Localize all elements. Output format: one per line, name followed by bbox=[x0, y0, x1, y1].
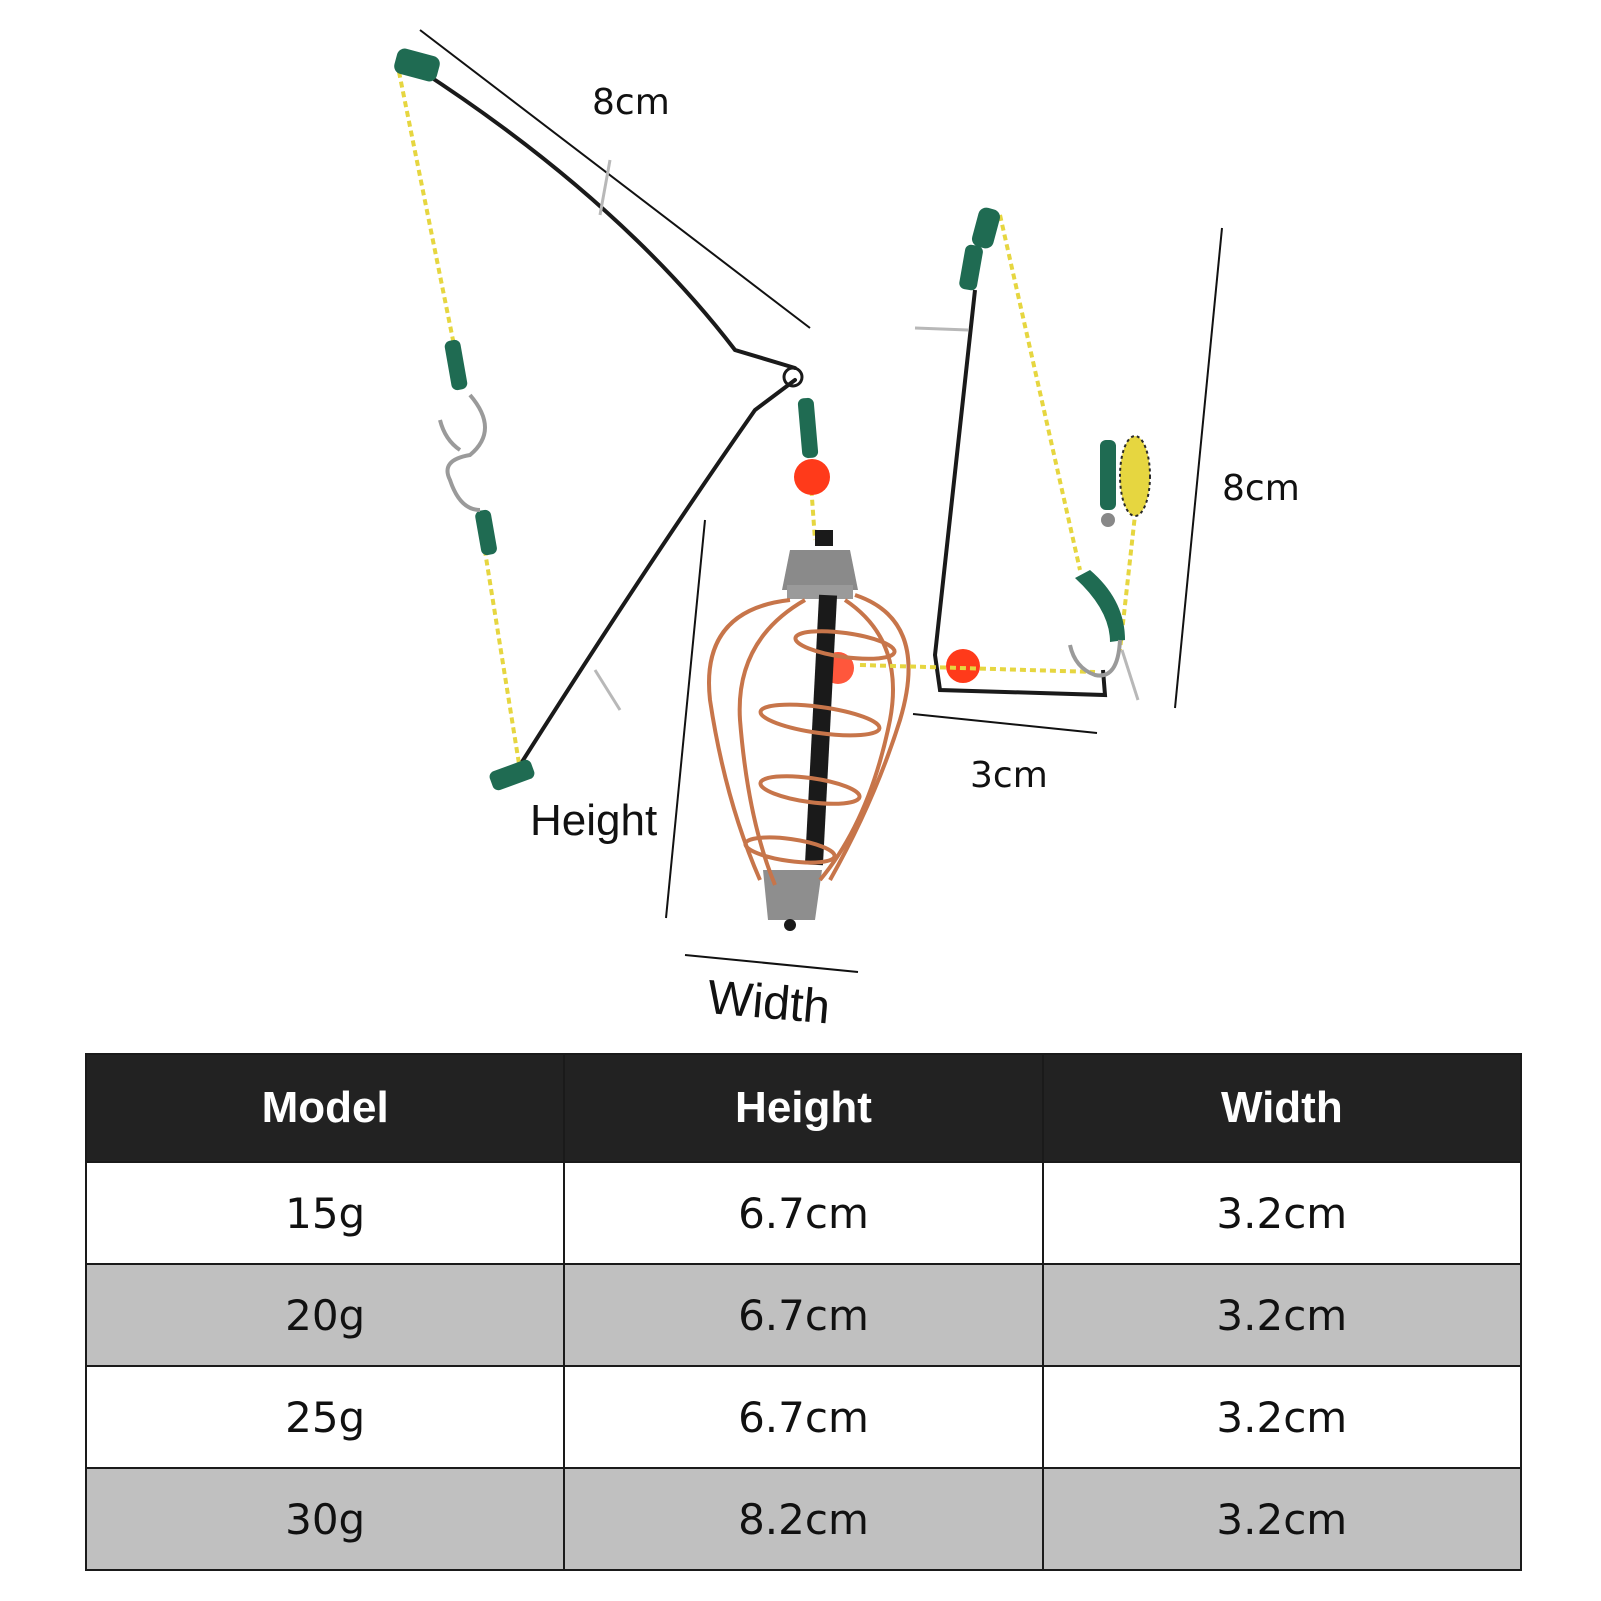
width-label: Width bbox=[705, 970, 833, 1035]
right-hook bbox=[1068, 639, 1122, 678]
cage-feeder bbox=[707, 530, 911, 931]
line-spool bbox=[1119, 435, 1151, 517]
bottom-width-label: 3cm bbox=[970, 755, 1048, 796]
left-sleeves bbox=[394, 48, 819, 791]
product-illustration bbox=[394, 29, 1223, 973]
cell-model: 25g bbox=[84, 1365, 566, 1469]
cell-width: 3.2cm bbox=[1041, 1161, 1523, 1265]
cell-width: 3.2cm bbox=[1041, 1365, 1523, 1469]
right-sleeves bbox=[959, 207, 1125, 642]
cell-width: 3.2cm bbox=[1041, 1263, 1523, 1367]
cell-width: 3.2cm bbox=[1041, 1467, 1523, 1571]
table-row: 25g 6.7cm 3.2cm bbox=[84, 1365, 1523, 1469]
spec-table: Model Height Width 15g 6.7cm 3.2cm 20g 6… bbox=[84, 1053, 1523, 1571]
cell-height: 6.7cm bbox=[563, 1263, 1044, 1367]
cell-height: 8.2cm bbox=[563, 1467, 1044, 1571]
right-length-label: 8cm bbox=[1222, 468, 1300, 509]
top-length-label: 8cm bbox=[592, 82, 670, 123]
table-row: 30g 8.2cm 3.2cm bbox=[84, 1467, 1523, 1571]
right-wire-arm bbox=[932, 289, 1108, 698]
header-height: Height bbox=[563, 1053, 1044, 1163]
stopper-pins bbox=[593, 159, 1140, 711]
header-width: Width bbox=[1041, 1053, 1523, 1163]
table-row: 20g 6.7cm 3.2cm bbox=[84, 1263, 1523, 1367]
left-treble-hook bbox=[438, 393, 487, 512]
cell-model: 15g bbox=[84, 1161, 566, 1265]
swivel bbox=[1101, 513, 1115, 527]
cell-model: 20g bbox=[84, 1263, 566, 1367]
header-model: Model bbox=[84, 1053, 566, 1163]
cell-height: 6.7cm bbox=[563, 1161, 1044, 1265]
fishing-rig-image bbox=[394, 29, 1223, 973]
dimension-lines bbox=[419, 29, 1223, 973]
cell-model: 30g bbox=[84, 1467, 566, 1571]
cell-height: 6.7cm bbox=[563, 1365, 1044, 1469]
left-wire-arm bbox=[418, 68, 804, 767]
table-header-row: Model Height Width bbox=[84, 1053, 1523, 1163]
height-label: Height bbox=[530, 796, 658, 845]
table-row: 15g 6.7cm 3.2cm bbox=[84, 1161, 1523, 1265]
